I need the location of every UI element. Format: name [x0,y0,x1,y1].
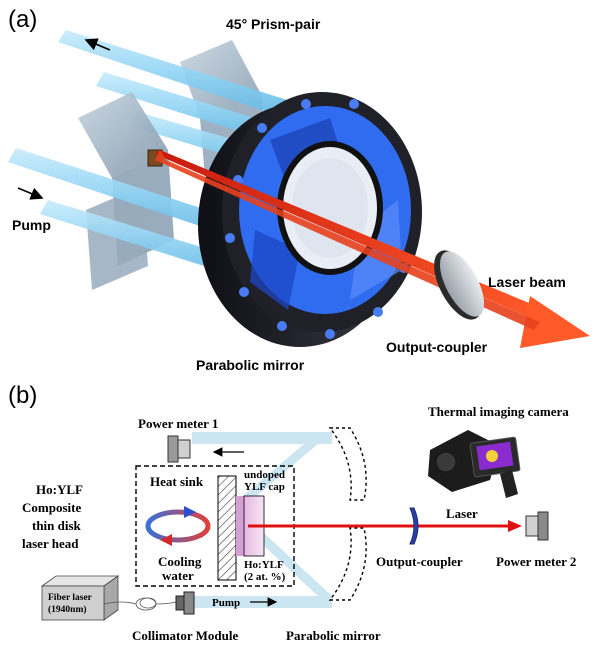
power-meter-1 [167,435,191,463]
holy-label-2: (2 at. %) [244,571,286,583]
heat-sink [217,475,237,581]
fiber-laser-box [40,575,120,621]
parabolic-mirror-2d [328,427,367,601]
fiber-laser-label-2: (1940nm) [48,604,87,615]
cap-label-1: undoped [244,469,285,481]
fiber-coil [103,597,177,611]
output-coupler-3d [434,250,485,320]
collimator-label: Collimator Module [132,628,239,643]
laser-arrowhead [508,520,522,532]
cooling-ring [145,506,211,546]
head-label-4: laser head [22,536,79,551]
head-label-2: Composite [22,500,81,515]
parabolic-mirror-3d [198,92,422,347]
laser-beam-label: Laser beam [488,274,566,290]
parabolic-mirror-label-b: Parabolic mirror [286,628,381,643]
cooling-label-1: Cooling [158,554,202,569]
power-meter-2-label: Power meter 2 [496,554,576,569]
pump-label-b: Pump [212,597,240,609]
power-meter-1-label: Power meter 1 [138,416,218,431]
collimator-module [175,591,195,615]
cooling-label-2: water [162,568,194,583]
panel-a-label: (a) [8,6,37,33]
pump-in-arrow [17,187,44,200]
heat-sink-label: Heat sink [150,474,204,489]
parabolic-mirror-label-a: Parabolic mirror [196,357,305,373]
pump-out-arrow [84,38,111,51]
output-coupler-label-a: Output-coupler [386,339,488,355]
pump-label-a: Pump [12,217,51,233]
panel-b-label: (b) [8,382,37,409]
laser-label-b: Laser [446,506,478,521]
power-meter-2 [525,511,549,541]
output-coupler-label-b: Output-coupler [376,554,463,569]
holy-crystal [236,496,244,556]
thermal-camera-label: Thermal imaging camera [428,404,569,419]
head-label-1: Ho:YLF [36,482,83,497]
holy-label-1: Ho:YLF [244,559,284,571]
panel-a: (a) [8,6,590,373]
pump-beams-lower [8,148,250,278]
output-coupler-2d [409,507,419,545]
prism-pair-label: 45° Prism-pair [226,16,321,32]
thermal-camera [428,430,521,498]
fiber-laser-label-1: Fiber laser [48,593,93,603]
head-label-3: thin disk [32,518,82,533]
cap-label-2: YLF cap [244,481,285,493]
panel-b: (b) Power meter 1 [8,382,576,643]
